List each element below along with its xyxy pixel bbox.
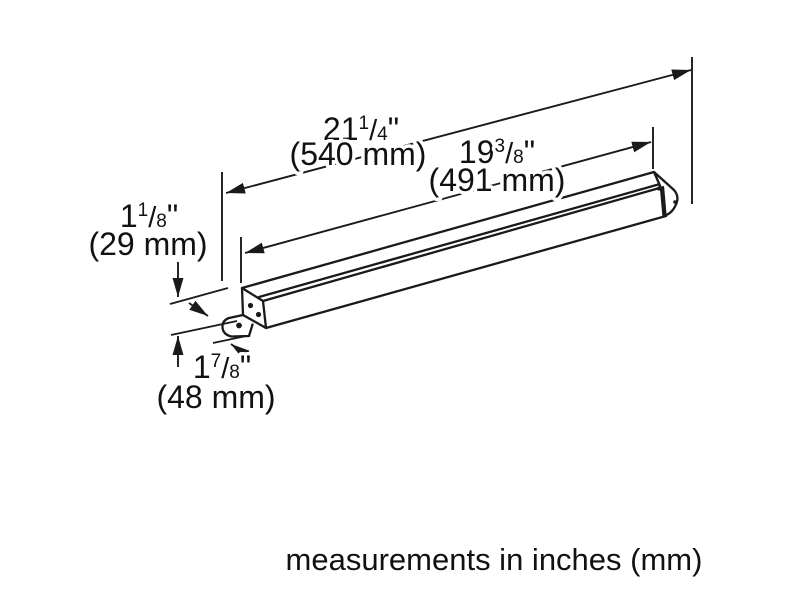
label-depth-metric: (48 mm) (156, 379, 275, 415)
label-height-metric: (29 mm) (88, 226, 207, 262)
rail-front-top-edge (261, 185, 665, 303)
screw-hole (673, 200, 677, 204)
dim-depth-arrow-upper (188, 300, 209, 317)
screw-hole (255, 311, 262, 318)
dimension-labels: 211/4" (540 mm) 193/8" (491 mm) 11/8" (2… (85, 108, 706, 581)
label-inner-length-inches: 193/8" (459, 134, 535, 170)
height-ref-line-bottom (170, 320, 238, 336)
height-ref-line-top (169, 287, 229, 305)
dimension-lines (169, 57, 693, 367)
label-overall-length-metric: (540 mm) (290, 136, 427, 172)
rail-bottom-front-edge (264, 214, 668, 330)
screw-hole (656, 186, 662, 191)
rail-inner-trough-edge (257, 182, 662, 299)
screw-hole (236, 322, 242, 329)
dim-inner-length-line (244, 141, 652, 254)
label-height-inches: 11/8" (120, 198, 178, 234)
left-mounting-tab (221, 313, 254, 338)
screw-hole (247, 302, 254, 309)
depth-ref-line (212, 335, 247, 344)
label-inner-length-metric: (491 mm) (429, 162, 566, 198)
caption-units-note: measurements in inches (mm) (286, 542, 703, 577)
left-end-cap (240, 286, 268, 330)
dim-depth-arrow-lower (230, 343, 250, 360)
label-overall-length-inches: 211/4" (323, 111, 399, 147)
